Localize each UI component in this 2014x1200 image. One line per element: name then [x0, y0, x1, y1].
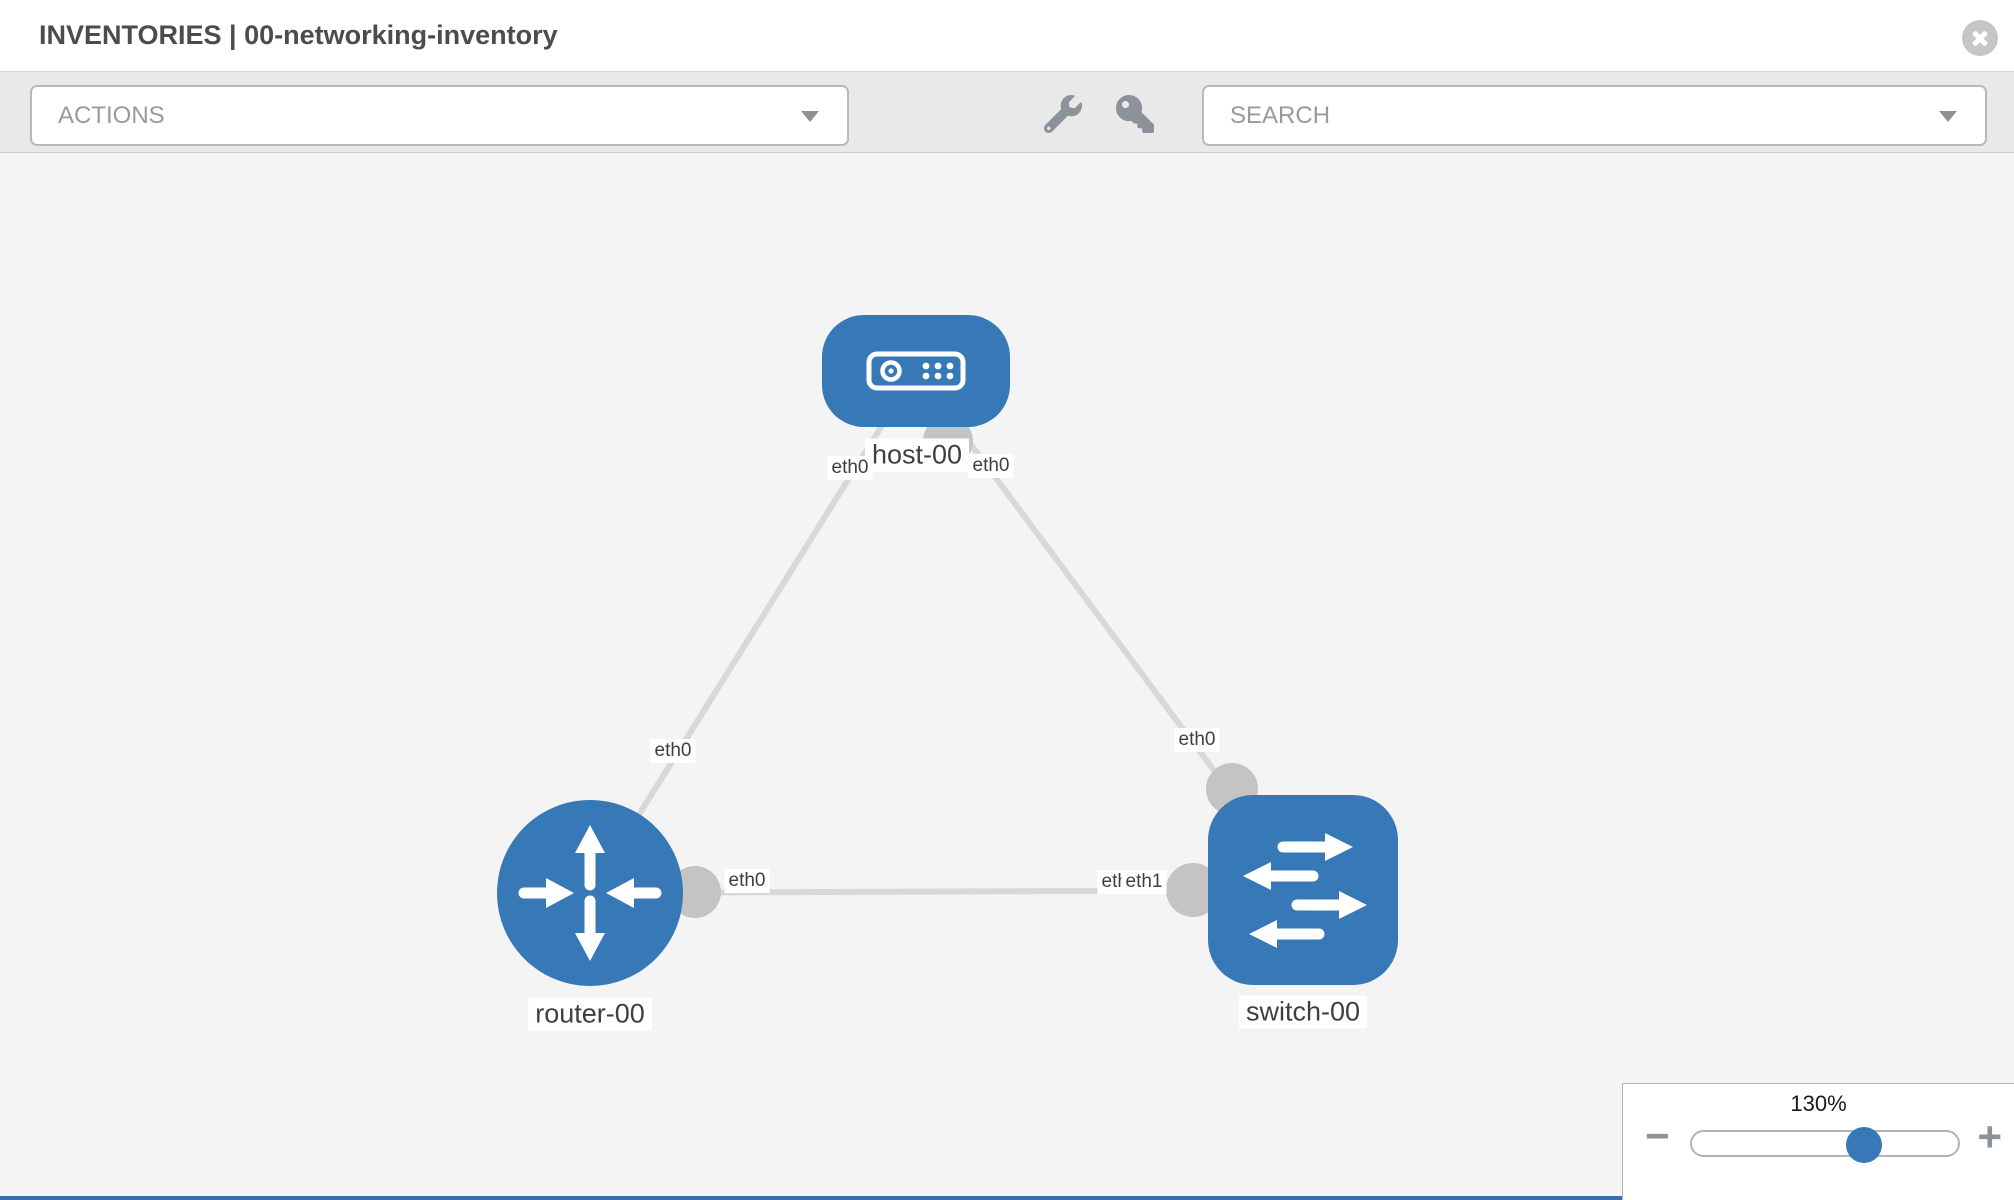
zoom-panel: 130% − + [1622, 1083, 2014, 1200]
search-dropdown[interactable]: SEARCH [1202, 85, 1987, 146]
switch-icon [1243, 833, 1367, 948]
node-switch-00[interactable] [1208, 795, 1398, 985]
interface-label-switch-top: eth0 [1174, 728, 1220, 752]
wrench-icon[interactable] [1043, 95, 1082, 134]
topology-canvas[interactable]: host-00 router-00 switch-00 eth0 eth0 et… [0, 153, 2014, 1200]
zoom-slider-thumb[interactable] [1846, 1127, 1882, 1163]
chevron-down-icon [1939, 111, 1957, 122]
node-label-host: host-00 [864, 438, 970, 472]
host-icon [866, 351, 966, 391]
actions-dropdown[interactable]: ACTIONS [30, 85, 849, 146]
interface-dot-switch-left [1166, 863, 1220, 917]
zoom-slider[interactable] [1690, 1127, 1960, 1163]
zoom-in-button[interactable]: + [1977, 1113, 2002, 1160]
router-icon [518, 825, 662, 961]
bottom-edge-bar [0, 1196, 1622, 1200]
topology-svg [497, 315, 1398, 986]
interface-label-host-left: eth0 [827, 456, 873, 480]
search-dropdown-placeholder: SEARCH [1230, 102, 1331, 129]
chevron-down-icon [801, 111, 819, 122]
close-icon[interactable] [1962, 20, 1998, 56]
close-x-glyph [1980, 38, 2014, 74]
interface-label-router-right: eth0 [724, 869, 770, 893]
node-label-router: router-00 [528, 997, 652, 1031]
interface-label-mid-eth1: eth1 [1121, 870, 1167, 894]
header-bar: INVENTORIES | 00-networking-inventory [0, 0, 2014, 72]
zoom-level-text: 130% [1790, 1091, 1847, 1116]
page-title: INVENTORIES | 00-networking-inventory [39, 20, 558, 50]
interface-label-router-top: eth0 [650, 739, 696, 763]
interface-dots [669, 416, 1258, 918]
zoom-out-button[interactable]: − [1645, 1112, 1670, 1159]
toolbar: ACTIONS SEARCH [0, 72, 2014, 153]
node-host-00[interactable] [822, 315, 1010, 427]
key-icon[interactable] [1116, 95, 1154, 133]
actions-dropdown-placeholder: ACTIONS [58, 102, 165, 129]
node-label-switch: switch-00 [1238, 995, 1368, 1029]
node-router-00[interactable] [497, 800, 683, 986]
interface-label-host-right: eth0 [968, 454, 1014, 478]
